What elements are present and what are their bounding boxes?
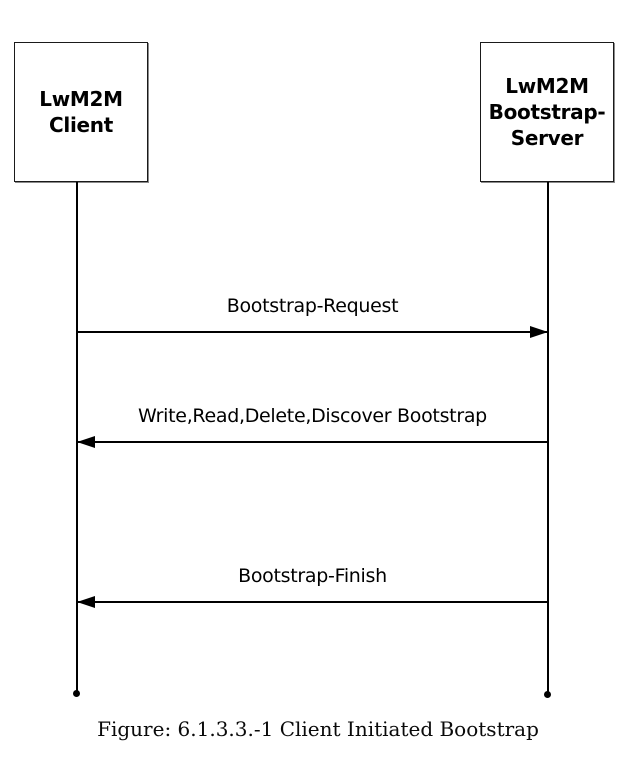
message-label-bootstrap-request: Bootstrap-Request: [226, 295, 399, 317]
participant-box-client: LwM2M Client: [14, 42, 148, 182]
arrowhead-right-icon: [530, 326, 548, 338]
message-line-bootstrap-finish: [77, 601, 548, 603]
arrowhead-left-icon: [77, 596, 95, 608]
participant-label-client: LwM2M Client: [39, 87, 123, 137]
participant-label-bootstrap-server: LwM2M Bootstrap- Server: [488, 74, 606, 150]
participant-box-bootstrap-server: LwM2M Bootstrap- Server: [480, 42, 614, 182]
message-label-write-read-delete-discover: Write,Read,Delete,Discover Bootstrap: [138, 405, 487, 427]
figure-caption: Figure: 6.1.3.3.-1 Client Initiated Boot…: [97, 717, 539, 741]
arrowhead-left-icon: [77, 436, 95, 448]
lifeline-end-dot-bootstrap-server: [544, 691, 551, 698]
lifeline-bootstrap-server: [547, 182, 549, 694]
message-line-bootstrap-request: [77, 331, 548, 333]
message-label-bootstrap-finish: Bootstrap-Finish: [238, 565, 387, 587]
message-line-write-read-delete-discover: [77, 441, 548, 443]
lifeline-end-dot-client: [73, 690, 80, 697]
